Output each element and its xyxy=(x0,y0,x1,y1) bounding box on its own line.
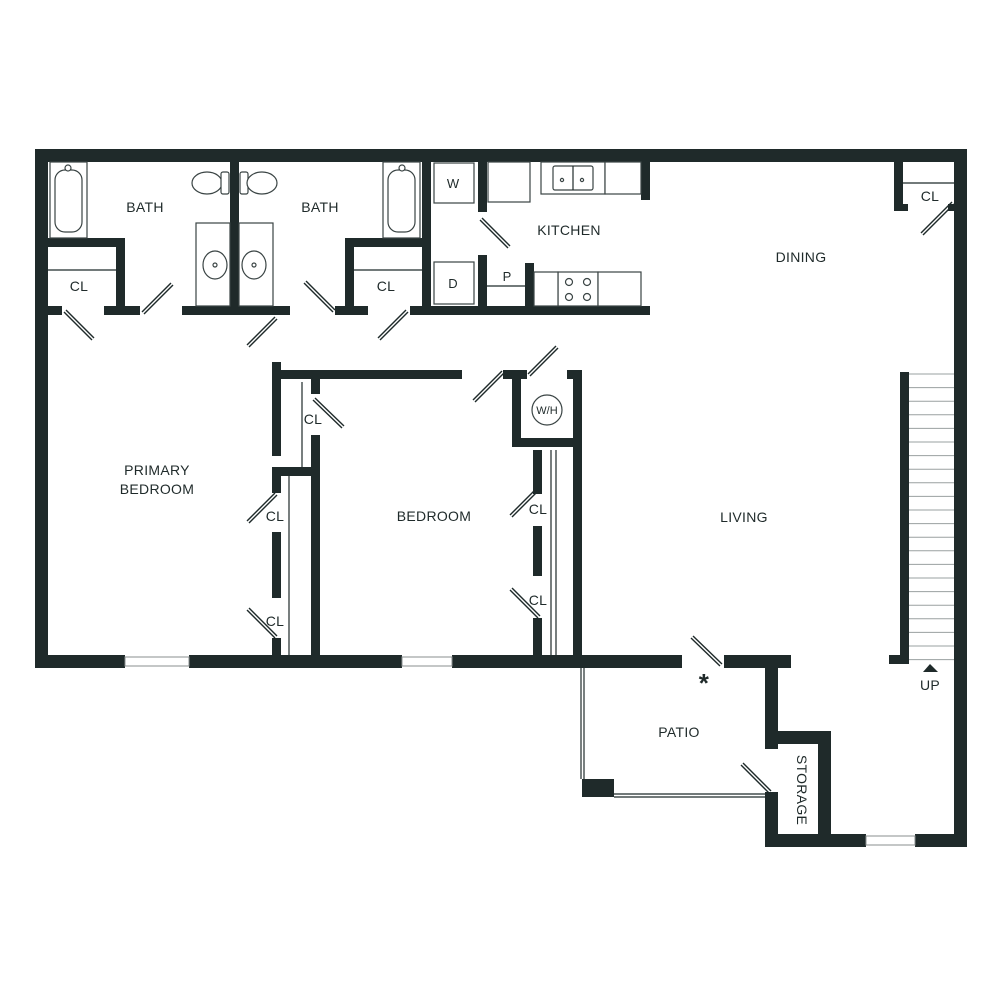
stairs xyxy=(909,373,954,661)
label-cl-hall: CL xyxy=(304,411,323,427)
label-cl-bedroom-lower: CL xyxy=(529,592,548,608)
toilet-left-icon xyxy=(191,171,230,195)
label-dining: DINING xyxy=(776,249,827,265)
label-pantry: P xyxy=(503,269,512,284)
stairs-up-arrow-icon xyxy=(923,664,938,672)
label-primary-bedroom-line2: BEDROOM xyxy=(120,481,194,497)
room-labels: BATH BATH CL CL KITCHEN DINING CL PRIMAR… xyxy=(70,176,940,825)
label-bath-left: BATH xyxy=(126,199,164,215)
kitchen-counter-bottom xyxy=(533,271,642,307)
label-cl-primary-upper: CL xyxy=(266,508,285,524)
label-storage: STORAGE xyxy=(794,755,810,825)
exterior-walls xyxy=(35,149,967,847)
label-water-heater: W/H xyxy=(536,405,557,417)
closet-rods xyxy=(48,182,954,655)
label-kitchen: KITCHEN xyxy=(537,222,601,238)
label-cl-bath-left: CL xyxy=(70,278,89,294)
water-heater-icon xyxy=(531,394,563,426)
windows xyxy=(124,656,916,846)
label-living: LIVING xyxy=(720,509,768,525)
label-cl-bedroom-upper: CL xyxy=(529,501,548,517)
doors xyxy=(63,201,955,794)
toilet-right-icon xyxy=(239,171,278,195)
vanity-sinks-icon xyxy=(195,222,274,307)
label-dryer: D xyxy=(448,276,457,291)
interior-walls xyxy=(48,149,958,668)
label-primary-bedroom-line1: PRIMARY xyxy=(124,462,190,478)
label-patio: PATIO xyxy=(658,724,699,740)
label-cl-primary-lower: CL xyxy=(266,613,285,629)
label-washer: W xyxy=(447,176,460,191)
label-marker: * xyxy=(699,668,710,698)
label-stairs-up: UP xyxy=(920,677,940,693)
label-bedroom: BEDROOM xyxy=(397,508,471,524)
bathtub-left-icon xyxy=(49,161,88,239)
label-bath-right: BATH xyxy=(301,199,339,215)
label-cl-dining: CL xyxy=(921,188,940,204)
patio-railing xyxy=(580,668,765,798)
washer-icon xyxy=(433,162,475,204)
stove-icon xyxy=(557,271,599,307)
dryer-icon xyxy=(433,261,475,305)
kitchen-sink-icon xyxy=(552,165,594,191)
label-cl-bath-right: CL xyxy=(377,278,396,294)
bathtub-right-icon xyxy=(382,161,421,239)
